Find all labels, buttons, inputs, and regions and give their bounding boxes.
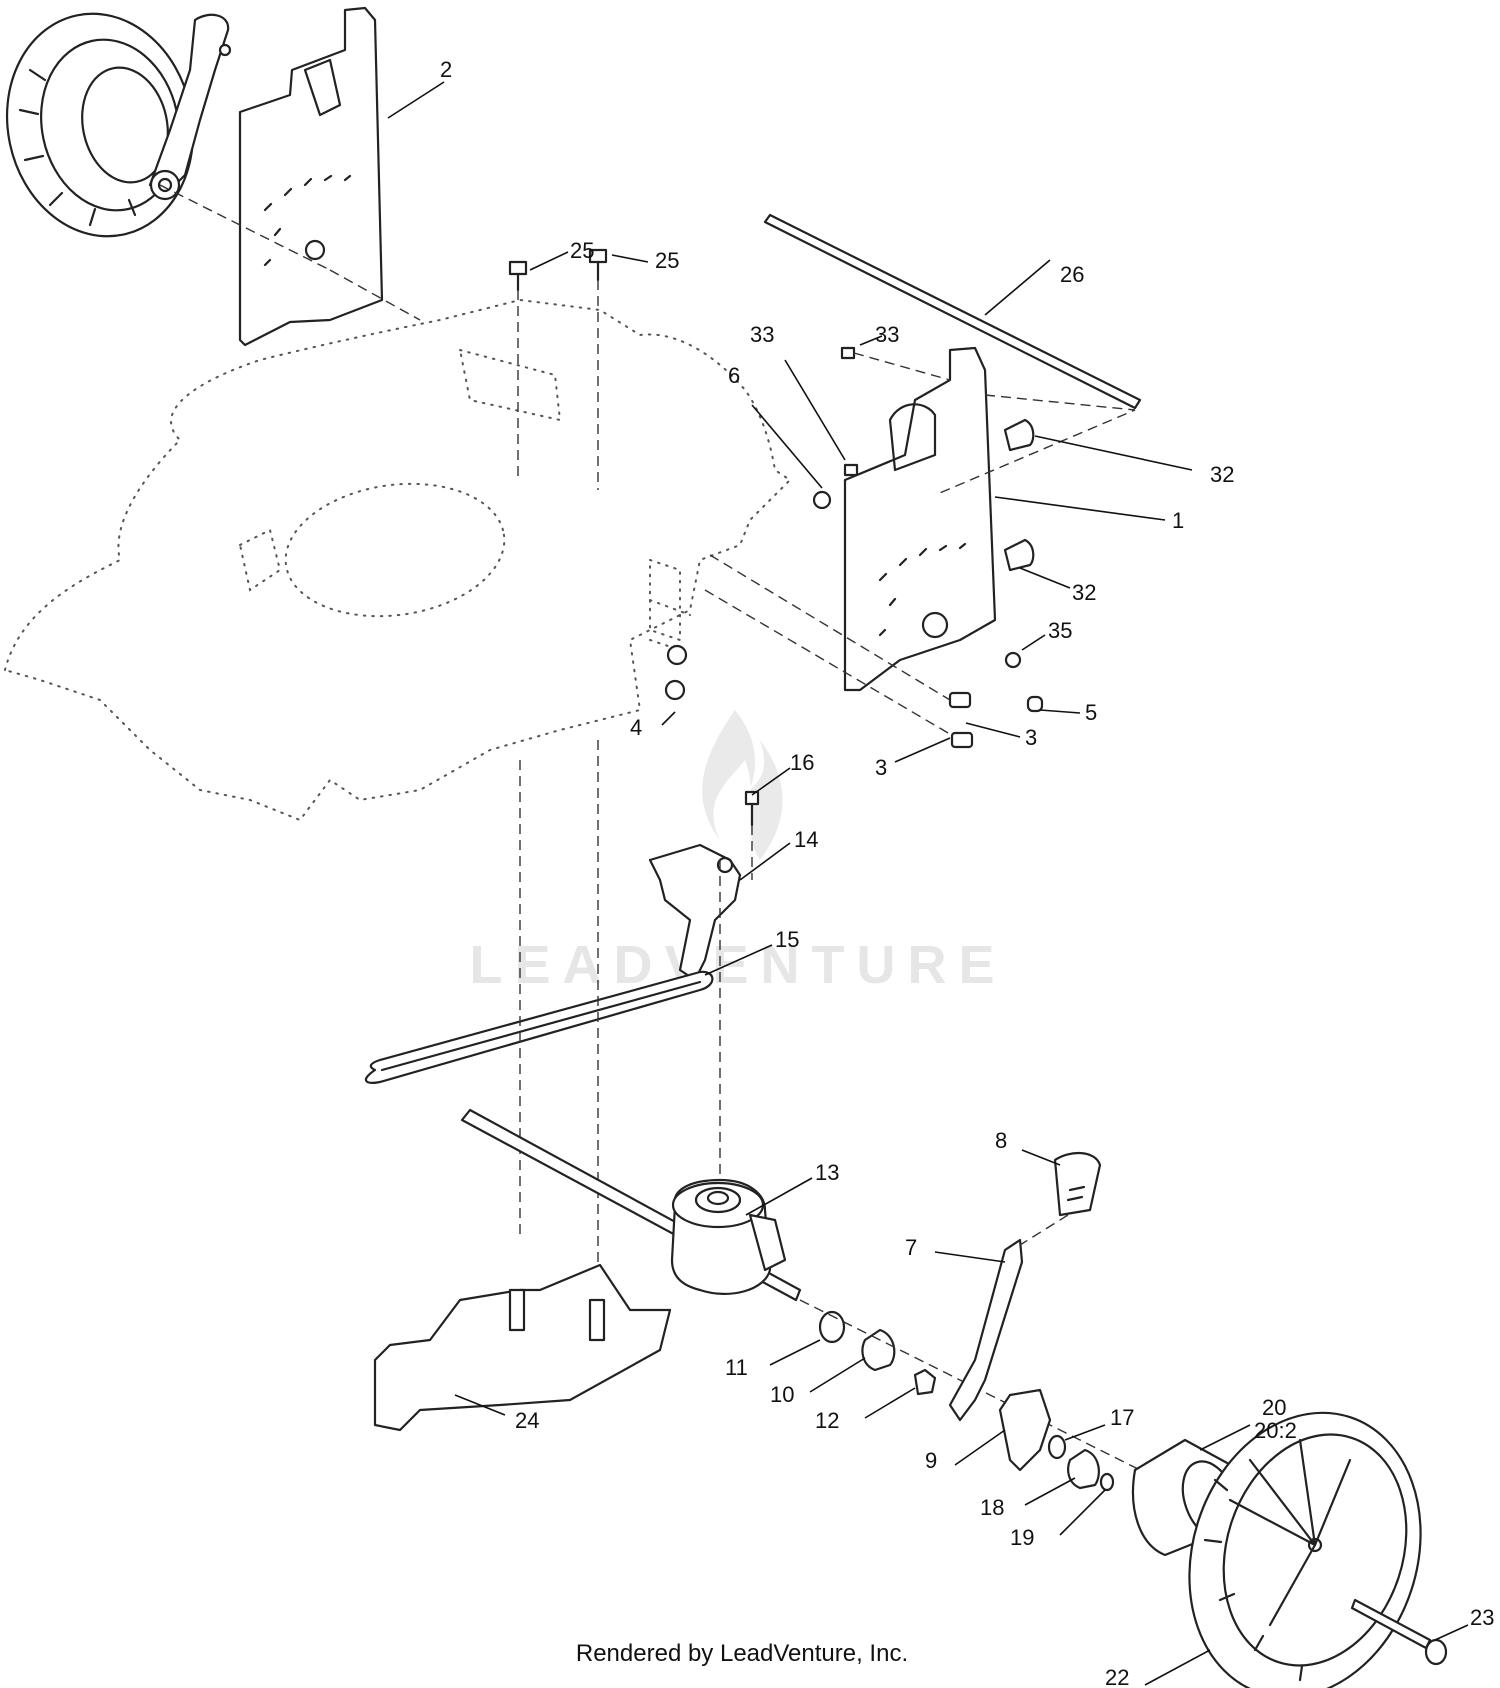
- belt-cover-bracket: [648, 790, 760, 982]
- callout-16: 16: [790, 750, 814, 775]
- callout-20: 20: [1262, 1395, 1286, 1420]
- callout-15: 15: [775, 927, 799, 952]
- screw-33-top: [840, 346, 856, 360]
- callout-32-upper: 32: [1210, 462, 1234, 487]
- callout-6: 6: [728, 363, 740, 388]
- screw-16: [744, 790, 760, 806]
- callout-11: 11: [725, 1355, 748, 1380]
- callout-14: 14: [794, 827, 818, 852]
- lever-grip-8: [1053, 1152, 1102, 1217]
- callout-19: 19: [1010, 1525, 1034, 1550]
- transmission-shield: [373, 1263, 672, 1432]
- callout-8: 8: [995, 1128, 1007, 1153]
- pinion-gear-18: [1067, 1448, 1100, 1490]
- callout-17: 17: [1110, 1405, 1134, 1430]
- callout-20-2: 20:2: [1254, 1418, 1297, 1443]
- watermark: LEADVENTURE: [469, 710, 1006, 995]
- pin-5: [1026, 695, 1044, 713]
- callout-22: 22: [1105, 1665, 1129, 1688]
- nut-4-upper: [666, 644, 688, 666]
- callout-18: 18: [980, 1495, 1004, 1520]
- bolt-25-left: [508, 260, 528, 480]
- bumper-alignment-box: [934, 394, 1136, 496]
- bolt-25-right: [588, 248, 608, 490]
- leader-lines: [387, 81, 1469, 1686]
- callout-1: 1: [1172, 508, 1184, 533]
- callout-labels: 1 2 3 3 3 4 5 6 7 8 9 10 11 12 13 14 15 …: [440, 57, 1494, 1688]
- rear-bumper-lower: [1003, 538, 1035, 572]
- mower-deck: [3, 298, 792, 822]
- callout-13: 13: [815, 1160, 839, 1185]
- callout-26: 26: [1060, 262, 1084, 287]
- callout-7: 7: [905, 1235, 917, 1260]
- callout-3-a: 3: [1025, 725, 1037, 750]
- rear-bumper-upper: [1003, 418, 1035, 452]
- screw-35: [1004, 651, 1022, 669]
- callout-3-b: 3: [875, 755, 887, 780]
- footer-credit: Rendered by LeadVenture, Inc.: [0, 1640, 1500, 1668]
- callout-33-left: 33: [750, 322, 774, 347]
- transmission: [670, 1178, 787, 1295]
- bolt-3-upper: [948, 691, 972, 709]
- footer-text: Rendered by LeadVenture, Inc.: [575, 1640, 909, 1667]
- clip-19: [1099, 1472, 1115, 1492]
- left-plate-to-deck-line: [329, 269, 421, 321]
- callout-25-left: 25: [570, 238, 594, 263]
- callout-23: 23: [1470, 1605, 1494, 1630]
- adjuster-lever: [948, 1152, 1102, 1422]
- watermark-flame-icon: [702, 710, 783, 860]
- callout-35: 35: [1048, 618, 1072, 643]
- bushing-10: [861, 1328, 896, 1372]
- washer-17: [1047, 1434, 1067, 1460]
- nut-6: [812, 490, 832, 510]
- bearing-11: [818, 1310, 846, 1344]
- callout-2: 2: [440, 57, 452, 82]
- rear-height-adjuster-plate: [843, 346, 997, 692]
- callout-25-right: 25: [655, 248, 679, 273]
- screw-33-mid: [843, 463, 859, 477]
- callout-9: 9: [925, 1448, 937, 1473]
- callout-32-lower: 32: [1072, 580, 1096, 605]
- callout-5: 5: [1085, 700, 1097, 725]
- callout-10: 10: [770, 1382, 794, 1407]
- rear-rod: [763, 213, 1142, 410]
- spacer-12: [913, 1368, 937, 1396]
- callout-4: 4: [630, 715, 642, 740]
- callout-24: 24: [515, 1408, 539, 1433]
- bolt-3-lower: [950, 731, 974, 749]
- callout-33-right: 33: [875, 322, 899, 347]
- left-height-adjuster-plate: [238, 6, 384, 347]
- front-wheel-assembly: [5, 12, 232, 238]
- nut-4-lower: [664, 679, 686, 701]
- watermark-text: LEADVENTURE: [469, 935, 1006, 995]
- callout-12: 12: [815, 1408, 839, 1433]
- pinion-plate-9: [998, 1388, 1052, 1472]
- rear-wheel-22: [1188, 1411, 1422, 1688]
